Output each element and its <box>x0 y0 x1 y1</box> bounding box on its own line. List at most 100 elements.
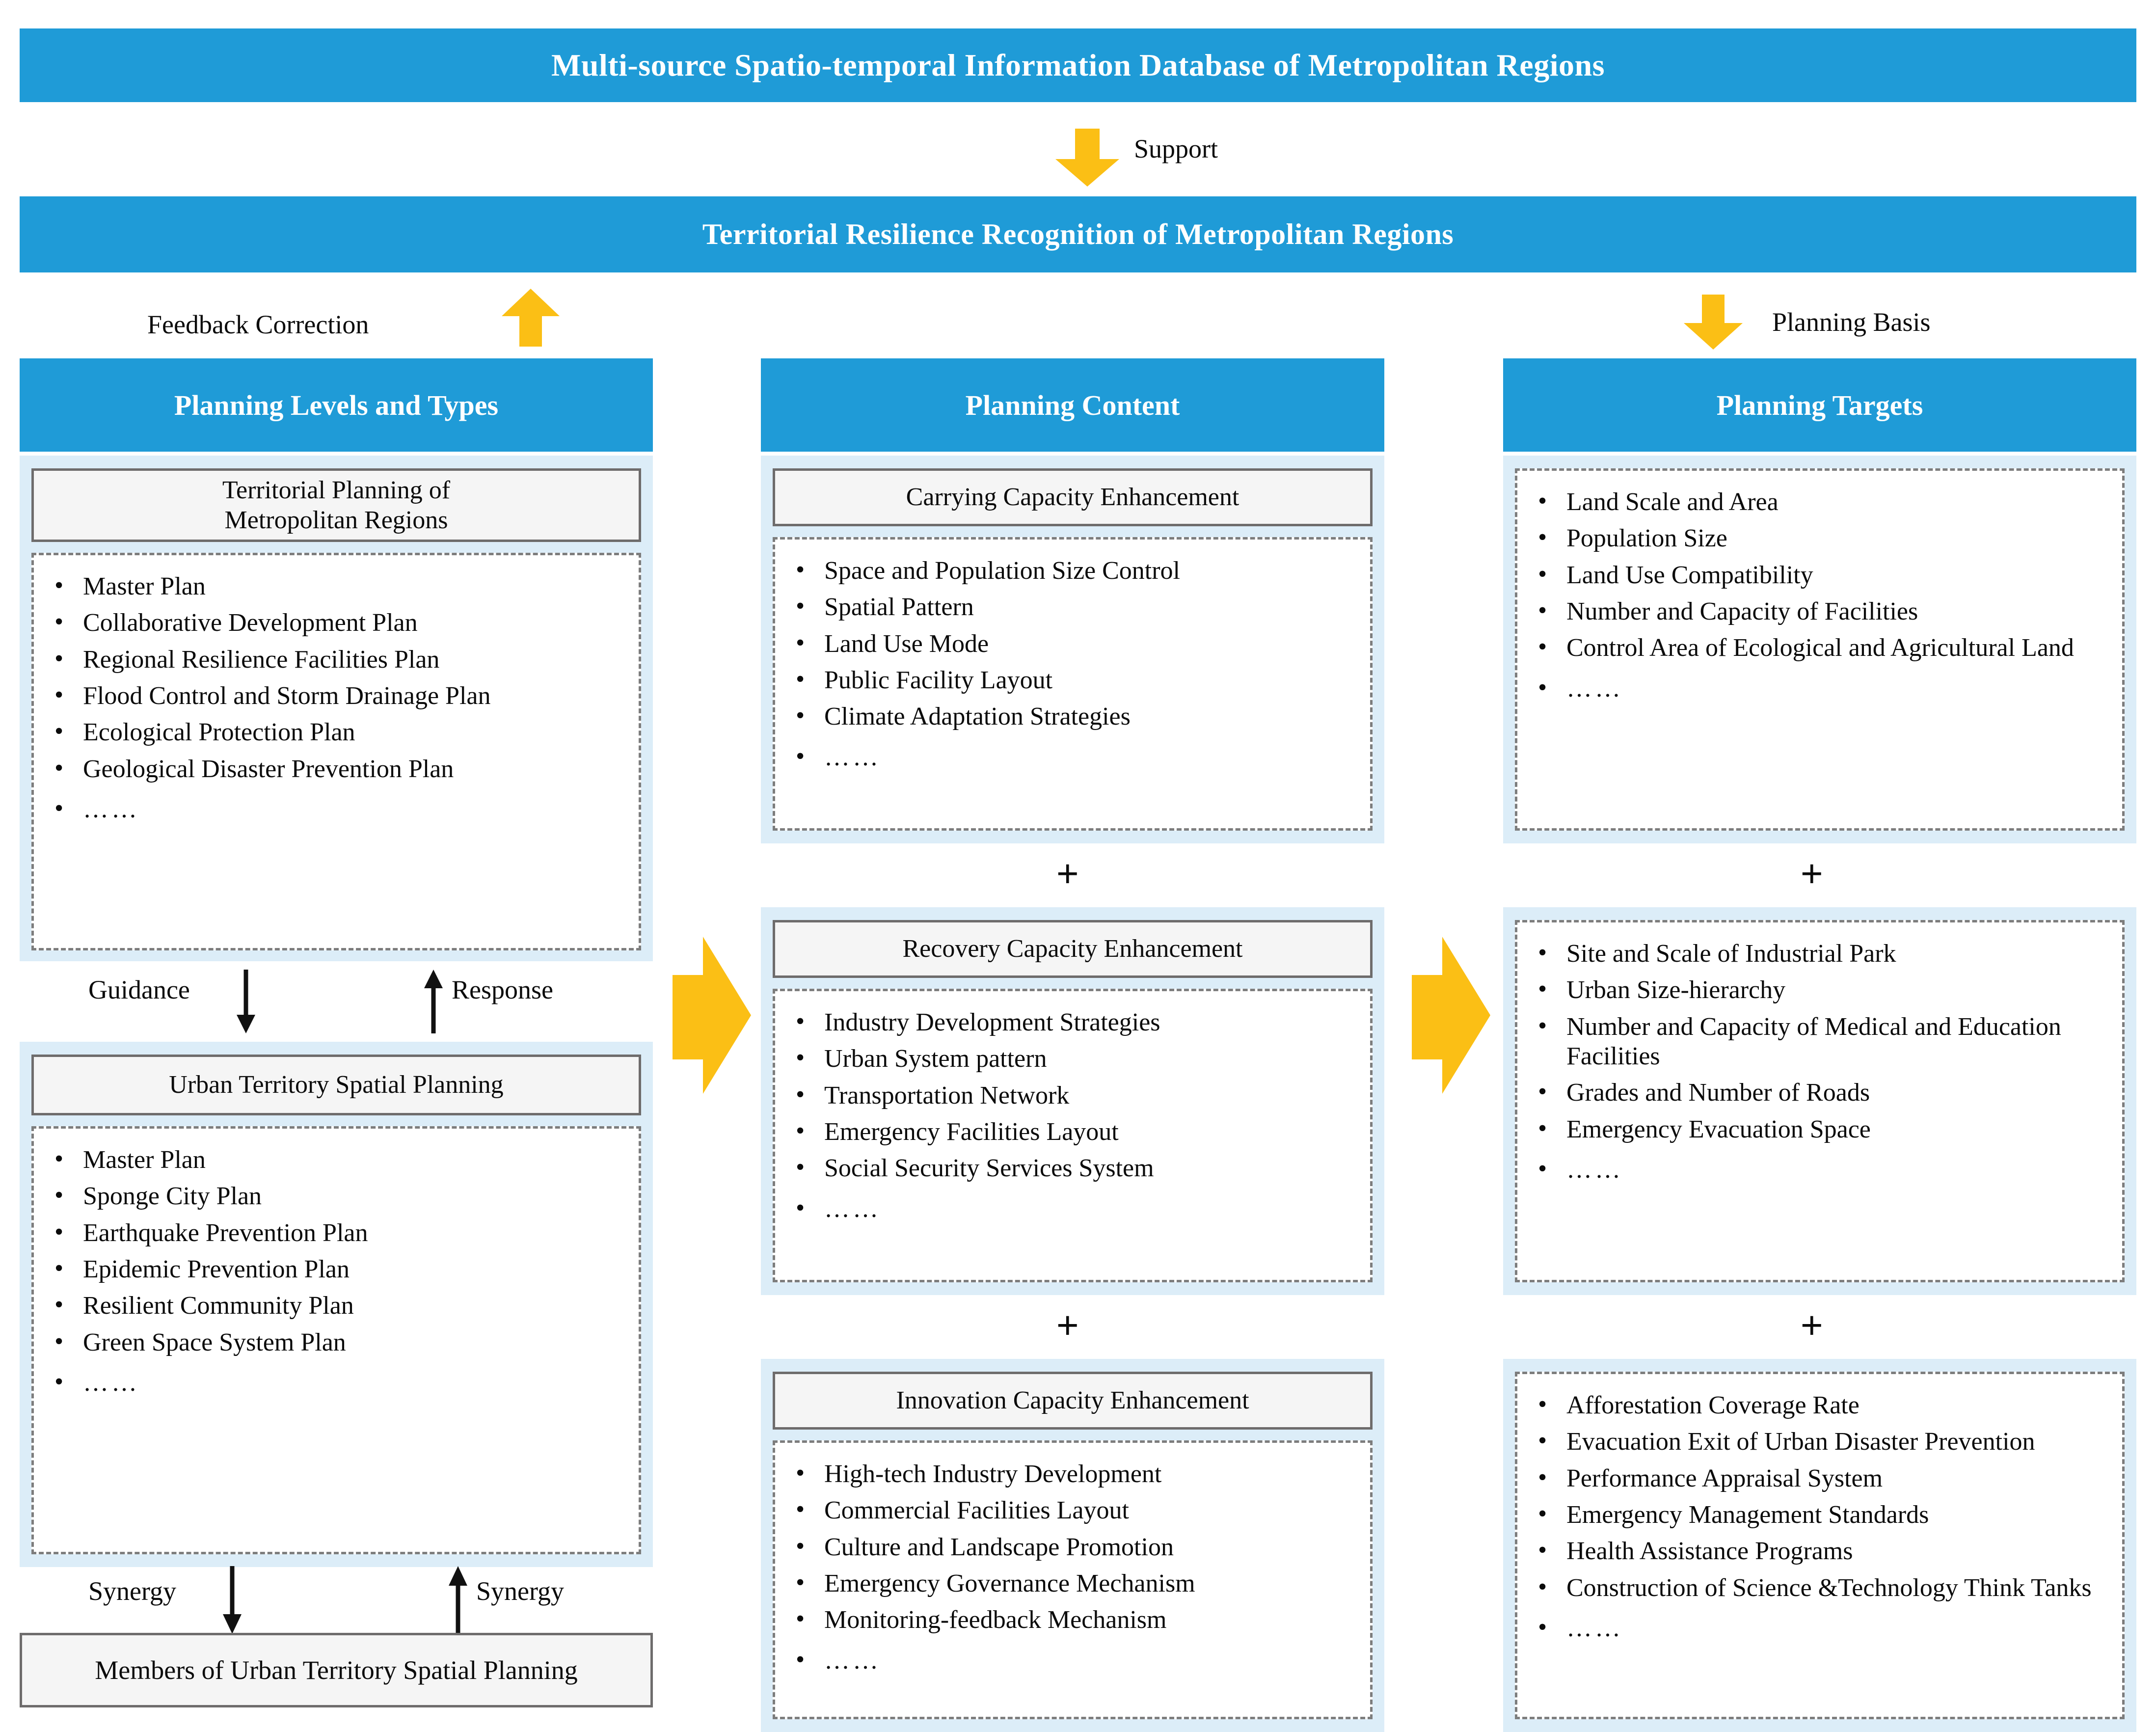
plus-separator-targets-2: + <box>1801 1303 1823 1347</box>
list-item: High-tech Industry Development <box>788 1459 1355 1489</box>
column-header-planning-content: Planning Content <box>761 358 1384 452</box>
list-item: Sponge City Plan <box>47 1181 624 1211</box>
list-territorial-planning: Master Plan Collaborative Development Pl… <box>47 571 624 824</box>
list-item: Spatial Pattern <box>788 592 1355 622</box>
list-item: Climate Adaptation Strategies <box>788 701 1355 731</box>
list-item: Social Security Services System <box>788 1153 1355 1183</box>
panel-recovery-capacity: Recovery Capacity Enhancement Industry D… <box>761 907 1384 1295</box>
list-item-ellipsis: …… <box>788 1193 1355 1224</box>
list-item: Ecological Protection Plan <box>47 717 624 747</box>
panel-targets-group-3: Afforestation Coverage Rate Evacuation E… <box>1503 1359 2136 1732</box>
list-item: Resilient Community Plan <box>47 1290 624 1321</box>
list-item: Green Space System Plan <box>47 1327 624 1357</box>
guidance-label: Guidance <box>88 975 190 1004</box>
plus-separator-targets-1: + <box>1801 852 1823 895</box>
column-header-planning-levels: Planning Levels and Types <box>20 358 653 452</box>
plus-separator-content-1: + <box>1056 852 1079 895</box>
list-item: Flood Control and Storm Drainage Plan <box>47 680 624 711</box>
panel-innovation-capacity: Innovation Capacity Enhancement High-tec… <box>761 1359 1384 1732</box>
list-item: Site and Scale of Industrial Park <box>1530 938 2107 969</box>
plus-separator-content-2: + <box>1056 1303 1079 1347</box>
list-targets-2: Site and Scale of Industrial Park Urban … <box>1530 938 2107 1185</box>
list-item: Evacuation Exit of Urban Disaster Preven… <box>1530 1426 2107 1457</box>
list-item: Space and Population Size Control <box>788 555 1355 586</box>
list-item: Earthquake Prevention Plan <box>47 1218 624 1248</box>
list-item: Emergency Facilities Layout <box>788 1116 1355 1147</box>
list-targets-3: Afforestation Coverage Rate Evacuation E… <box>1530 1390 2107 1643</box>
list-item-ellipsis: …… <box>788 1645 1355 1676</box>
list-item: Afforestation Coverage Rate <box>1530 1390 2107 1420</box>
list-item: Land Scale and Area <box>1530 487 2107 517</box>
subtitle-innovation-capacity-enhancement: Innovation Capacity Enhancement <box>773 1372 1373 1430</box>
list-item: Industry Development Strategies <box>788 1007 1355 1037</box>
list-item: Emergency Management Standards <box>1530 1499 2107 1530</box>
list-item: Culture and Landscape Promotion <box>788 1532 1355 1562</box>
list-item: Land Use Compatibility <box>1530 560 2107 590</box>
banner-territorial-resilience-title: Territorial Resilience Recognition of Me… <box>20 196 2136 272</box>
list-item: Population Size <box>1530 523 2107 553</box>
list-item: Urban Size-hierarchy <box>1530 974 2107 1005</box>
feedback-correction-label: Feedback Correction <box>147 310 369 339</box>
list-item-ellipsis: …… <box>47 794 624 824</box>
list-carrying-capacity: Space and Population Size Control Spatia… <box>788 555 1355 772</box>
support-arrow-down-icon <box>1055 129 1119 187</box>
dashed-box-targets-1-items: Land Scale and Area Population Size Land… <box>1515 468 2125 831</box>
guidance-arrow-down-icon <box>235 970 257 1033</box>
synergy-arrow-down-icon <box>221 1566 243 1634</box>
panel-urban-territory-planning: Urban Territory Spatial Planning Master … <box>20 1042 653 1567</box>
list-item: Epidemic Prevention Plan <box>47 1254 624 1284</box>
dashed-box-urban-territory-items: Master Plan Sponge City Plan Earthquake … <box>31 1126 641 1554</box>
list-item: Geological Disaster Prevention Plan <box>47 754 624 784</box>
members-urban-territory-box: Members of Urban Territory Spatial Plann… <box>20 1633 653 1707</box>
list-item-ellipsis: …… <box>1530 1154 2107 1185</box>
list-item: Grades and Number of Roads <box>1530 1077 2107 1108</box>
feedback-arrow-up-icon <box>502 289 560 347</box>
list-item: Control Area of Ecological and Agricultu… <box>1530 632 2107 663</box>
list-item: Performance Appraisal System <box>1530 1463 2107 1493</box>
list-item-ellipsis: …… <box>788 742 1355 772</box>
subtitle-territorial-planning: Territorial Planning of Metropolitan Reg… <box>31 468 641 542</box>
dashed-box-carrying-capacity-items: Space and Population Size Control Spatia… <box>773 537 1373 831</box>
response-arrow-up-icon <box>422 970 445 1033</box>
synergy-arrow-up-icon <box>447 1566 469 1634</box>
dashed-box-innovation-capacity-items: High-tech Industry Development Commercia… <box>773 1440 1373 1719</box>
list-item: Monitoring-feedback Mechanism <box>788 1604 1355 1635</box>
dashed-box-targets-3-items: Afforestation Coverage Rate Evacuation E… <box>1515 1372 2125 1719</box>
synergy-down-label: Synergy <box>88 1576 177 1606</box>
list-item: Number and Capacity of Facilities <box>1530 596 2107 626</box>
banner-database-title: Multi-source Spatio-temporal Information… <box>20 28 2136 102</box>
subtitle-urban-territory-spatial-planning: Urban Territory Spatial Planning <box>31 1055 641 1115</box>
list-item: Construction of Science &Technology Thin… <box>1530 1572 2107 1603</box>
list-targets-1: Land Scale and Area Population Size Land… <box>1530 487 2107 704</box>
planning-basis-label: Planning Basis <box>1772 307 1931 337</box>
list-urban-territory-planning: Master Plan Sponge City Plan Earthquake … <box>47 1144 624 1398</box>
dashed-box-territorial-planning-items: Master Plan Collaborative Development Pl… <box>31 553 641 950</box>
subtitle-carrying-capacity-enhancement: Carrying Capacity Enhancement <box>773 468 1373 526</box>
panel-targets-group-2: Site and Scale of Industrial Park Urban … <box>1503 907 2136 1295</box>
list-innovation-capacity: High-tech Industry Development Commercia… <box>788 1459 1355 1676</box>
list-item: Emergency Governance Mechanism <box>788 1568 1355 1598</box>
list-item: Number and Capacity of Medical and Educa… <box>1530 1011 2107 1072</box>
list-item: Collaborative Development Plan <box>47 607 624 638</box>
column-header-planning-targets: Planning Targets <box>1503 358 2136 452</box>
panel-targets-group-1: Land Scale and Area Population Size Land… <box>1503 456 2136 843</box>
connector-arrow-right-content-to-targets-icon <box>1412 937 1490 1094</box>
list-item: Health Assistance Programs <box>1530 1536 2107 1566</box>
list-item: Urban System pattern <box>788 1043 1355 1074</box>
response-label: Response <box>452 975 553 1004</box>
list-item: Regional Resilience Facilities Plan <box>47 644 624 675</box>
list-item: Master Plan <box>47 1144 624 1175</box>
planning-basis-arrow-down-icon <box>1684 295 1743 350</box>
synergy-up-label: Synergy <box>476 1576 565 1606</box>
list-item-ellipsis: …… <box>47 1367 624 1398</box>
list-item: Commercial Facilities Layout <box>788 1495 1355 1525</box>
panel-territorial-planning: Territorial Planning of Metropolitan Reg… <box>20 456 653 961</box>
connector-arrow-right-levels-to-content-icon <box>673 937 751 1094</box>
dashed-box-recovery-capacity-items: Industry Development Strategies Urban Sy… <box>773 989 1373 1282</box>
list-recovery-capacity: Industry Development Strategies Urban Sy… <box>788 1007 1355 1224</box>
list-item: Transportation Network <box>788 1080 1355 1110</box>
list-item: Emergency Evacuation Space <box>1530 1114 2107 1144</box>
support-label: Support <box>1134 134 1218 163</box>
list-item: Master Plan <box>47 571 624 601</box>
